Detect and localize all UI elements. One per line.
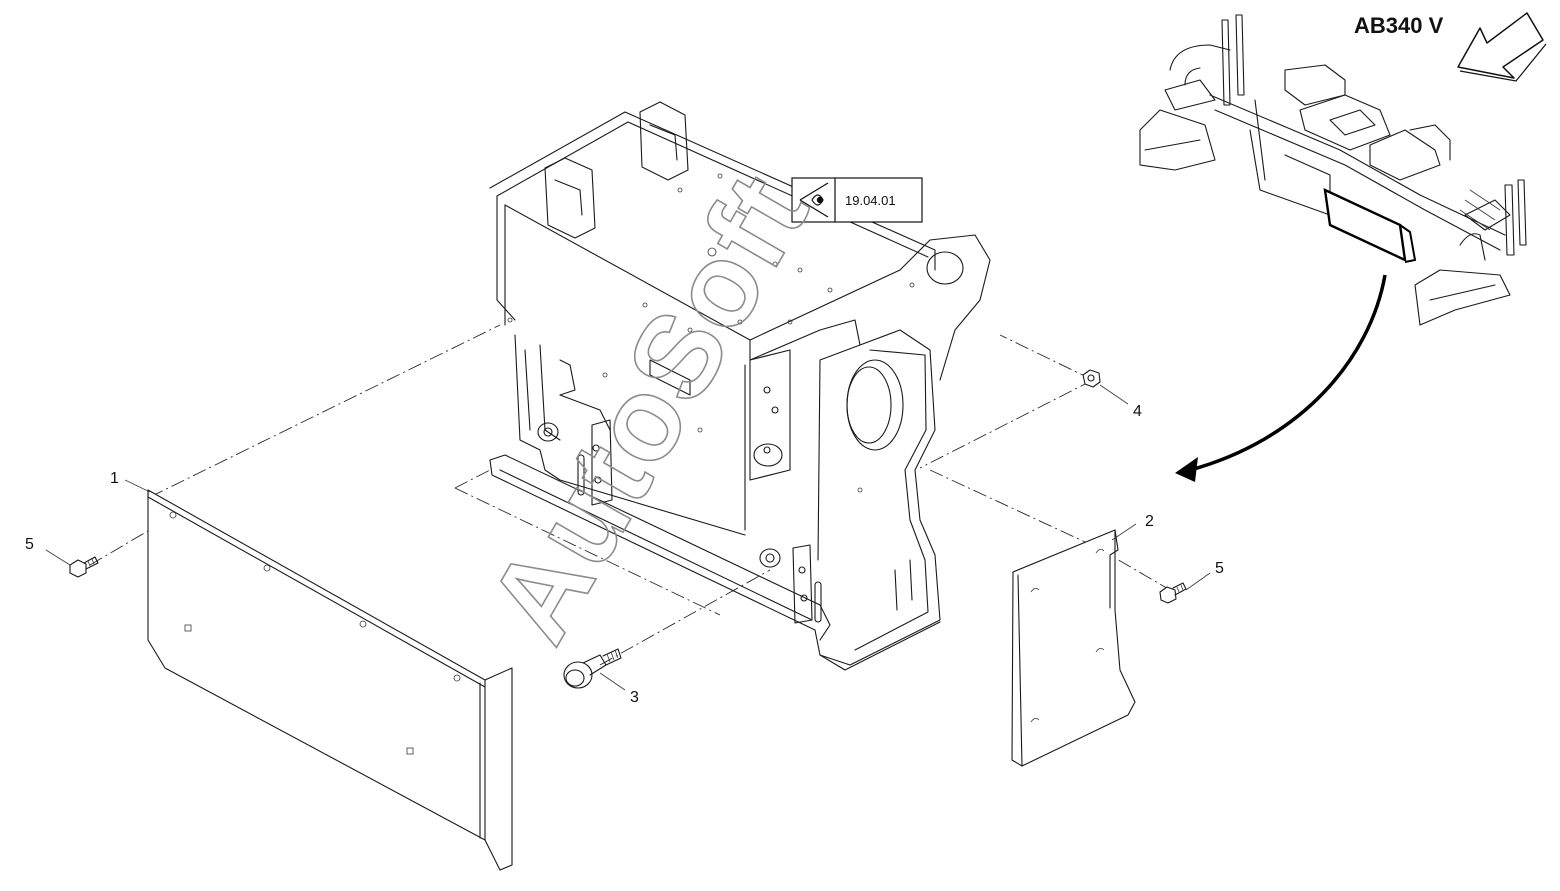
callout-5-right: 5 [1215,560,1224,577]
pointer-arrow-icon [1175,274,1387,482]
callout-5-left: 5 [25,536,34,553]
callout-2: 2 [1145,513,1154,530]
part-5-screw-left [69,556,99,578]
reference-box: 19.04.01 [791,177,923,223]
main-frame-assembly [489,101,991,671]
callout-1: 1 [110,470,119,487]
callout-leaders [45,384,1211,691]
part-3-stud-bolt [563,648,622,689]
model-label: AB340 V [1354,13,1444,38]
part-1-cover-plate [147,489,513,871]
part-2-side-plate [1011,529,1136,767]
part-5-screw-right [1159,582,1187,604]
callout-4: 4 [1133,403,1142,420]
part-4-nut [1082,369,1101,388]
eye-view-icon [799,182,829,218]
machine-overview-thumbnail [1139,14,1527,326]
callout-3: 3 [630,689,639,706]
view-direction-arrow-icon [1457,12,1547,82]
reference-code: 19.04.01 [845,193,896,208]
